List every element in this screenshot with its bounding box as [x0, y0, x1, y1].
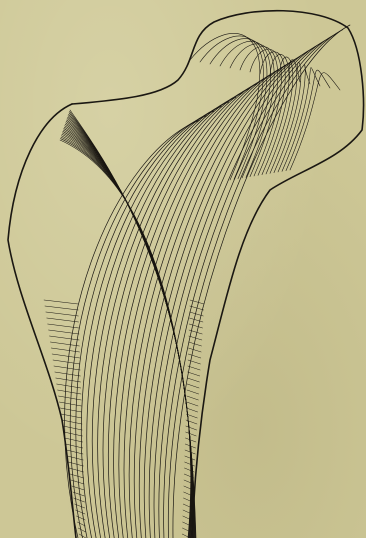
cortex-stroke	[69, 468, 83, 472]
cortex-stroke	[189, 342, 202, 346]
cortex-stroke	[187, 402, 198, 406]
cortex-stroke	[63, 426, 82, 430]
cortex-stroke	[188, 372, 200, 376]
compressive-line	[134, 61, 293, 538]
cortex-stroke	[50, 342, 79, 346]
head-line	[240, 47, 278, 177]
cortex-stroke	[187, 390, 199, 394]
cortex-stroke	[45, 306, 78, 310]
cortex-stroke	[186, 420, 197, 424]
cortex-stroke	[52, 354, 80, 358]
cortical-shading	[44, 300, 204, 538]
cortex-stroke	[75, 504, 85, 508]
cortex-stroke	[187, 384, 199, 388]
cortex-stroke	[186, 426, 197, 430]
cortex-stroke	[58, 396, 81, 400]
cortex-stroke	[61, 414, 82, 418]
cortex-stroke	[76, 516, 85, 520]
cortex-stroke	[76, 510, 86, 514]
cortex-stroke	[60, 408, 81, 412]
cortex-stroke	[67, 450, 84, 454]
cortex-stroke	[62, 420, 82, 424]
cortex-stroke	[70, 474, 84, 478]
bone-outline	[8, 11, 363, 538]
cortex-stroke	[67, 456, 83, 460]
compressive-line	[87, 102, 229, 538]
cortex-stroke	[188, 354, 201, 358]
cortex-stroke	[49, 336, 79, 340]
cortex-stroke	[46, 312, 79, 316]
compressive-line	[76, 111, 215, 538]
cortex-stroke	[66, 444, 83, 448]
cortex-stroke	[187, 396, 199, 400]
cortex-stroke	[188, 348, 201, 352]
cortex-stroke	[68, 462, 83, 466]
cortex-stroke	[185, 462, 195, 466]
head-line	[230, 44, 274, 177]
cortex-stroke	[189, 318, 203, 322]
compressive-line	[173, 25, 350, 538]
compressive-line	[81, 106, 221, 538]
cortex-stroke	[186, 432, 197, 436]
cortex-stroke	[55, 372, 81, 376]
cortex-stroke	[58, 390, 82, 394]
head-line	[282, 67, 320, 171]
cortex-stroke	[78, 528, 85, 532]
cortex-stroke	[49, 330, 80, 334]
compressive-line	[154, 43, 321, 538]
cortex-stroke	[189, 324, 202, 328]
cortex-stroke	[185, 456, 195, 460]
cortex-stroke	[186, 408, 197, 412]
cortex-stroke	[47, 318, 79, 322]
cortex-stroke	[53, 360, 80, 364]
trabecular-lines	[60, 25, 350, 538]
compressive-line	[114, 79, 265, 538]
cortex-stroke	[56, 378, 81, 382]
cortex-stroke	[65, 438, 83, 442]
cortex-stroke	[188, 366, 200, 370]
compressive-line	[119, 75, 272, 538]
cortex-stroke	[187, 378, 199, 382]
cortex-stroke	[64, 432, 83, 436]
cortex-stroke	[44, 300, 78, 304]
